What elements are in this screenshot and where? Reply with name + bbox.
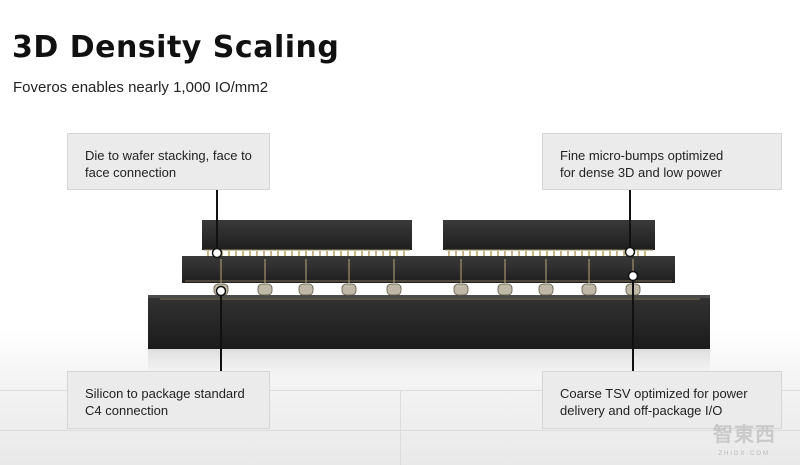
c4-bump: [581, 283, 597, 296]
page-title: 3D Density Scaling: [12, 30, 340, 65]
callout-bottom-left-text: Silicon to package standard C4 connectio…: [85, 386, 245, 418]
c4-bump: [453, 283, 469, 296]
c4-bump: [257, 283, 273, 296]
leader-dot-bottom-left: [215, 285, 227, 297]
watermark-logo: 智東西: [713, 422, 776, 446]
package-top-edge: [148, 295, 710, 298]
c4-bumps: [213, 283, 641, 296]
c4-bump: [497, 283, 513, 296]
floor-line: [400, 390, 401, 465]
c4-bump: [538, 283, 554, 296]
top-die-left: [202, 220, 412, 250]
callout-top-right: Fine micro-bumps optimized for dense 3D …: [542, 133, 782, 190]
page-subtitle: Foveros enables nearly 1,000 IO/mm2: [13, 79, 269, 96]
c4-bump: [298, 283, 314, 296]
leader-dot-top-left: [211, 247, 223, 259]
c4-bump: [386, 283, 402, 296]
base-die: [182, 256, 675, 283]
leader-dot-bottom-right: [627, 270, 639, 282]
leader-dot-top-right: [624, 246, 636, 258]
top-die-right: [443, 220, 655, 250]
c4-bump: [341, 283, 357, 296]
callout-bottom-right-text: Coarse TSV optimized for power delivery …: [560, 386, 748, 418]
watermark-sub: ZHIDX.COM: [718, 451, 770, 457]
callout-top-right-text: Fine micro-bumps optimized for dense 3D …: [560, 148, 724, 180]
callout-bottom-right: Coarse TSV optimized for power delivery …: [542, 371, 782, 429]
callout-bottom-left: Silicon to package standard C4 connectio…: [67, 371, 270, 429]
callout-top-left: Die to wafer stacking, face to face conn…: [67, 133, 270, 190]
micro-bumps: [207, 251, 646, 256]
package-substrate: [148, 295, 710, 349]
callout-top-left-text: Die to wafer stacking, face to face conn…: [85, 148, 252, 180]
